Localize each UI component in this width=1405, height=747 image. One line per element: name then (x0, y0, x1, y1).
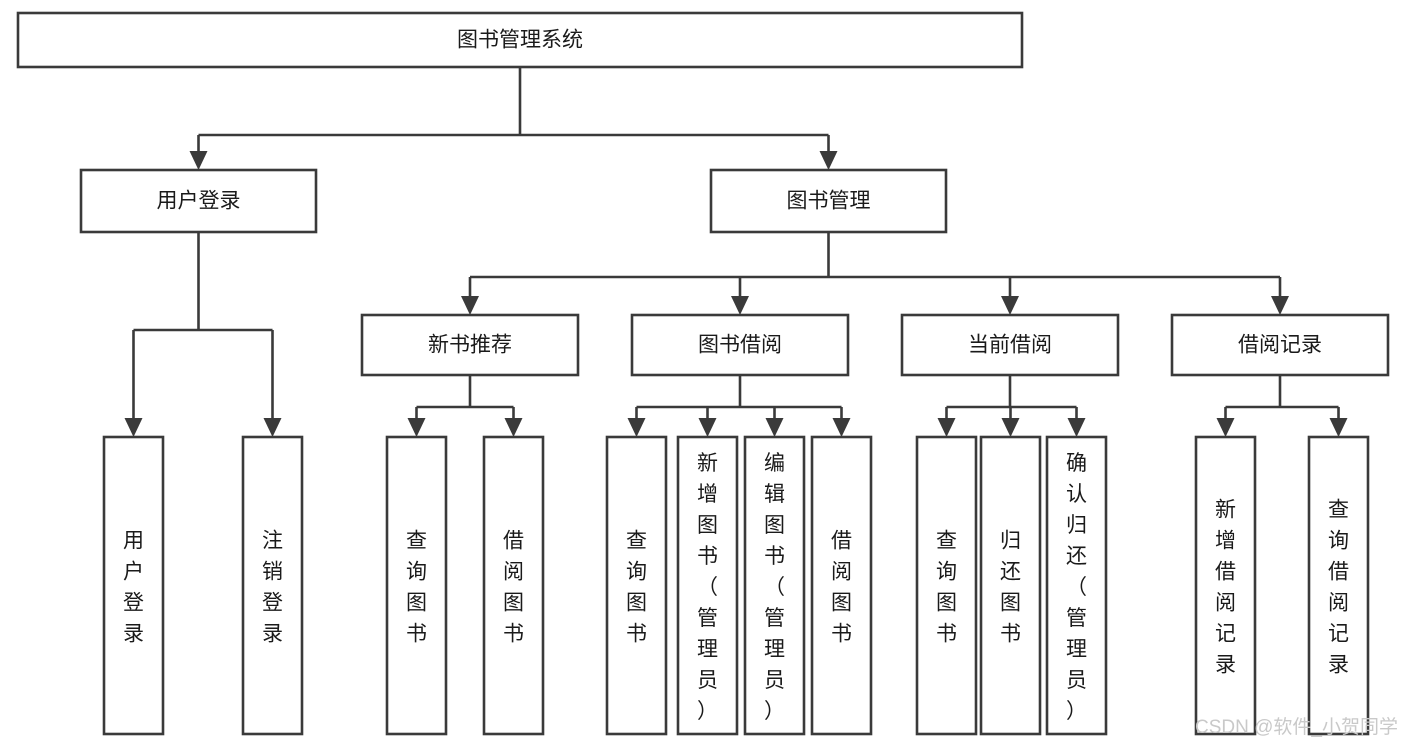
book-borrow-branch-1-arrowhead (698, 418, 717, 437)
node-level2-0-rect[interactable] (360, 313, 580, 377)
node-leaf-8[interactable]: 查询图书 (915, 435, 978, 736)
node-level1-0[interactable]: 用户登录 (79, 168, 318, 234)
node-level2-0[interactable]: 新书推荐 (360, 313, 580, 377)
node-leaf-1-rect[interactable] (241, 435, 304, 736)
node-leaf-3-label: 借阅图书 (503, 530, 524, 646)
node-leaf-4-rect[interactable] (605, 435, 668, 736)
node-leaf-3[interactable]: 借阅图书 (482, 435, 545, 736)
node-leaf-7-rect[interactable] (810, 435, 873, 736)
node-root[interactable]: 图书管理系统 (16, 11, 1024, 69)
node-leaf-0-rect[interactable] (102, 435, 165, 736)
node-leaf-2[interactable]: 查询图书 (385, 435, 448, 736)
node-level1-1[interactable]: 图书管理 (709, 168, 948, 234)
node-level2-2[interactable]: 当前借阅 (900, 313, 1120, 377)
node-leaf-4[interactable]: 查询图书 (605, 435, 668, 736)
new-book-recommend-branch-1-arrowhead (504, 418, 523, 437)
node-level2-2-rect[interactable] (900, 313, 1120, 377)
node-leaf-1-label: 注销登录 (262, 530, 283, 646)
node-level1-0-rect[interactable] (79, 168, 318, 234)
node-leaf-8-label: 查询图书 (936, 530, 957, 646)
csdn-watermark: CSDN @软件_小贺同学 (1195, 716, 1398, 738)
node-leaf-12[interactable]: 查询借阅记录 (1307, 435, 1370, 736)
node-leaf-11-label: 新增借阅记录 (1215, 499, 1236, 677)
node-level1-0-label: 用户登录 (157, 190, 241, 213)
level2-branch-2-arrowhead (1001, 296, 1019, 315)
node-leaf-12-label: 查询借阅记录 (1328, 499, 1349, 677)
node-leaf-6-rect[interactable] (743, 435, 806, 736)
node-layer: 图书管理系统用户登录图书管理新书推荐图书借阅当前借阅借阅记录用户登录注销登录查询… (16, 11, 1390, 736)
node-leaf-9-label: 归还图书 (1000, 530, 1021, 646)
current-borrow-branch-2-arrowhead (1067, 418, 1086, 437)
node-leaf-0-label: 用户登录 (123, 530, 144, 646)
node-level2-3-label: 借阅记录 (1238, 334, 1322, 357)
node-leaf-10[interactable]: 确认归还（管理员） (1045, 435, 1108, 736)
node-level1-1-label: 图书管理 (787, 190, 871, 213)
borrow-record-branch-0-arrowhead (1216, 418, 1235, 437)
level1-branch-0-arrowhead (189, 151, 208, 170)
node-leaf-6[interactable]: 编辑图书（管理员） (743, 435, 806, 736)
node-level2-0-label: 新书推荐 (428, 334, 512, 357)
node-leaf-9[interactable]: 归还图书 (979, 435, 1042, 736)
user-login-branch-0-arrowhead (124, 418, 143, 437)
connector-layer (124, 67, 1348, 437)
node-leaf-2-label: 查询图书 (406, 530, 427, 646)
current-borrow-branch-1-arrowhead (1001, 418, 1020, 437)
node-leaf-0[interactable]: 用户登录 (102, 435, 165, 736)
node-leaf-7-label: 借阅图书 (831, 530, 852, 646)
node-leaf-10-label: 确认归还（管理员） (1066, 452, 1087, 723)
node-leaf-11[interactable]: 新增借阅记录 (1194, 435, 1257, 736)
node-leaf-5-label: 新增图书（管理员） (697, 452, 718, 723)
node-leaf-8-rect[interactable] (915, 435, 978, 736)
node-level1-1-rect[interactable] (709, 168, 948, 234)
node-level2-1[interactable]: 图书借阅 (630, 313, 850, 377)
level2-branch-3-arrowhead (1271, 296, 1289, 315)
node-level2-3[interactable]: 借阅记录 (1170, 313, 1390, 377)
level1-branch-1-arrowhead (819, 151, 838, 170)
node-leaf-7[interactable]: 借阅图书 (810, 435, 873, 736)
node-level2-3-rect[interactable] (1170, 313, 1390, 377)
new-book-recommend-branch-0-arrowhead (407, 418, 426, 437)
node-leaf-9-rect[interactable] (979, 435, 1042, 736)
node-leaf-12-rect[interactable] (1307, 435, 1370, 736)
node-leaf-5-rect[interactable] (676, 435, 739, 736)
node-leaf-11-rect[interactable] (1194, 435, 1257, 736)
book-borrow-branch-2-arrowhead (765, 418, 784, 437)
borrow-record-branch-1-arrowhead (1329, 418, 1348, 437)
node-leaf-5[interactable]: 新增图书（管理员） (676, 435, 739, 736)
level2-branch-0-arrowhead (461, 296, 479, 315)
node-level2-1-label: 图书借阅 (698, 334, 782, 357)
user-login-branch-1-arrowhead (263, 418, 282, 437)
node-leaf-4-label: 查询图书 (626, 530, 647, 646)
node-leaf-1[interactable]: 注销登录 (241, 435, 304, 736)
node-level2-2-label: 当前借阅 (968, 334, 1052, 357)
node-leaf-6-label: 编辑图书（管理员） (764, 452, 785, 723)
node-level2-1-rect[interactable] (630, 313, 850, 377)
node-root-label: 图书管理系统 (457, 29, 583, 52)
node-leaf-3-rect[interactable] (482, 435, 545, 736)
node-leaf-2-rect[interactable] (385, 435, 448, 736)
current-borrow-branch-0-arrowhead (937, 418, 956, 437)
book-borrow-branch-3-arrowhead (832, 418, 851, 437)
node-leaf-10-rect[interactable] (1045, 435, 1108, 736)
book-borrow-branch-0-arrowhead (627, 418, 646, 437)
level2-branch-1-arrowhead (731, 296, 749, 315)
node-root-rect[interactable] (16, 11, 1024, 69)
